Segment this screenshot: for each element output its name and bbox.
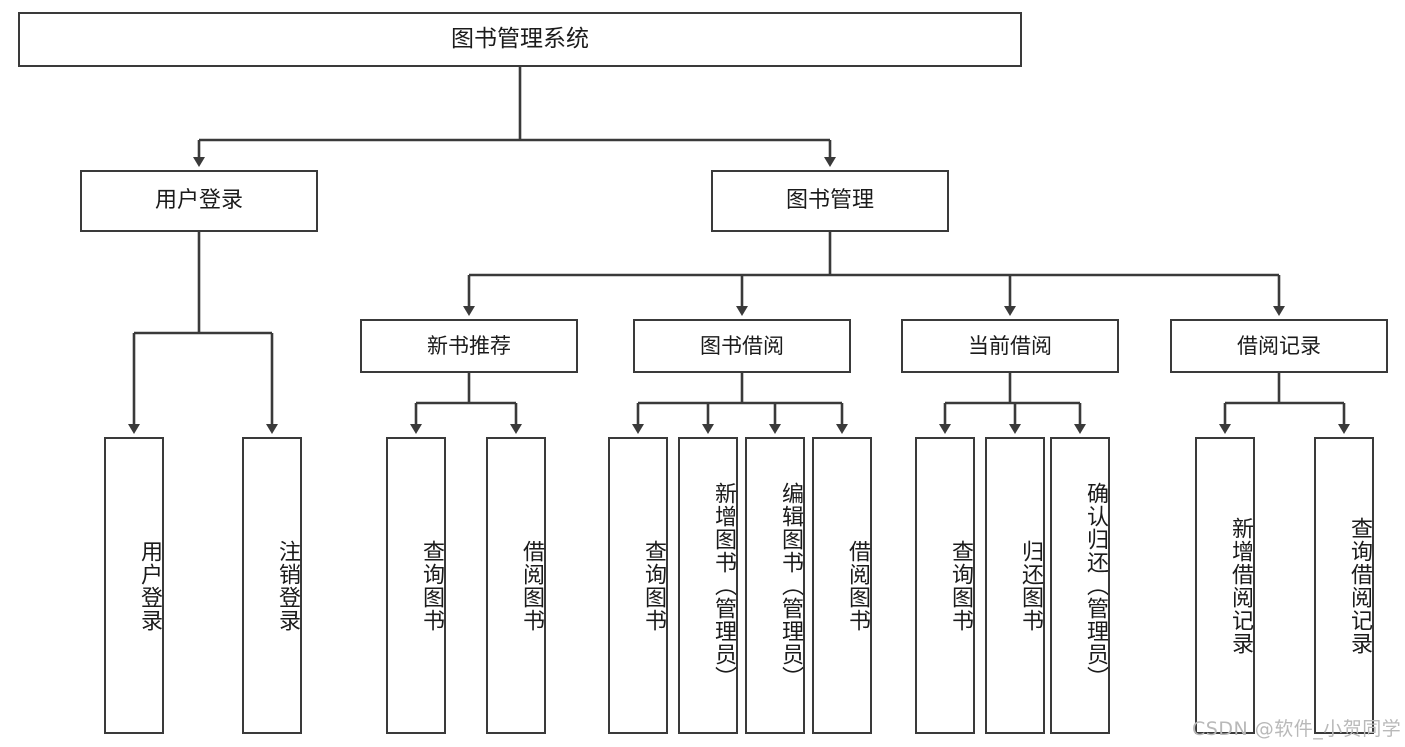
node-leaf-return-book-label: 归还图书 xyxy=(1018,539,1043,632)
node-leaf-borrow-book-1[interactable]: 借阅图书 xyxy=(486,437,546,734)
node-leaf-logout-label: 注销登录 xyxy=(275,539,300,632)
node-leaf-add-record[interactable]: 新增借阅记录 xyxy=(1195,437,1255,734)
node-new-book-recommend[interactable]: 新书推荐 xyxy=(360,319,578,373)
node-leaf-logout[interactable]: 注销登录 xyxy=(242,437,302,734)
node-leaf-query-book-3[interactable]: 查询图书 xyxy=(915,437,975,734)
watermark: CSDN @软件_小贺同学 xyxy=(1192,718,1402,740)
node-leaf-add-record-label: 新增借阅记录 xyxy=(1228,516,1253,655)
node-book-manage[interactable]: 图书管理 xyxy=(711,170,949,232)
node-leaf-query-book-1[interactable]: 查询图书 xyxy=(386,437,446,734)
node-user-login-label: 用户登录 xyxy=(154,188,243,214)
node-leaf-borrow-book-2[interactable]: 借阅图书 xyxy=(812,437,872,734)
node-new-book-recommend-label: 新书推荐 xyxy=(427,333,511,358)
node-leaf-return-book[interactable]: 归还图书 xyxy=(985,437,1045,734)
node-leaf-add-book-label: 新增图书（管理员） xyxy=(711,482,736,689)
node-leaf-query-record[interactable]: 查询借阅记录 xyxy=(1314,437,1374,734)
node-current-borrow-label: 当前借阅 xyxy=(968,333,1052,358)
node-user-login[interactable]: 用户登录 xyxy=(80,170,318,232)
node-leaf-borrow-book-2-label: 借阅图书 xyxy=(845,539,870,632)
node-book-borrow-label: 图书借阅 xyxy=(700,333,784,358)
node-leaf-query-book-2-label: 查询图书 xyxy=(641,539,666,632)
node-borrow-record[interactable]: 借阅记录 xyxy=(1170,319,1388,373)
node-book-borrow[interactable]: 图书借阅 xyxy=(633,319,851,373)
node-root[interactable]: 图书管理系统 xyxy=(18,12,1022,67)
node-leaf-query-book-2[interactable]: 查询图书 xyxy=(608,437,668,734)
node-borrow-record-label: 借阅记录 xyxy=(1237,333,1321,358)
node-leaf-query-record-label: 查询借阅记录 xyxy=(1347,516,1372,655)
node-leaf-confirm-return-label: 确认归还（管理员） xyxy=(1083,482,1108,689)
node-leaf-query-book-1-label: 查询图书 xyxy=(419,539,444,632)
node-book-manage-label: 图书管理 xyxy=(785,188,874,214)
node-leaf-add-book[interactable]: 新增图书（管理员） xyxy=(678,437,738,734)
node-leaf-edit-book-label: 编辑图书（管理员） xyxy=(778,482,803,689)
node-leaf-user-login-label: 用户登录 xyxy=(137,539,162,632)
node-root-label: 图书管理系统 xyxy=(451,25,589,52)
node-leaf-user-login[interactable]: 用户登录 xyxy=(104,437,164,734)
node-leaf-borrow-book-1-label: 借阅图书 xyxy=(519,539,544,632)
node-leaf-edit-book[interactable]: 编辑图书（管理员） xyxy=(745,437,805,734)
node-leaf-query-book-3-label: 查询图书 xyxy=(948,539,973,632)
node-current-borrow[interactable]: 当前借阅 xyxy=(901,319,1119,373)
node-leaf-confirm-return[interactable]: 确认归还（管理员） xyxy=(1050,437,1110,734)
